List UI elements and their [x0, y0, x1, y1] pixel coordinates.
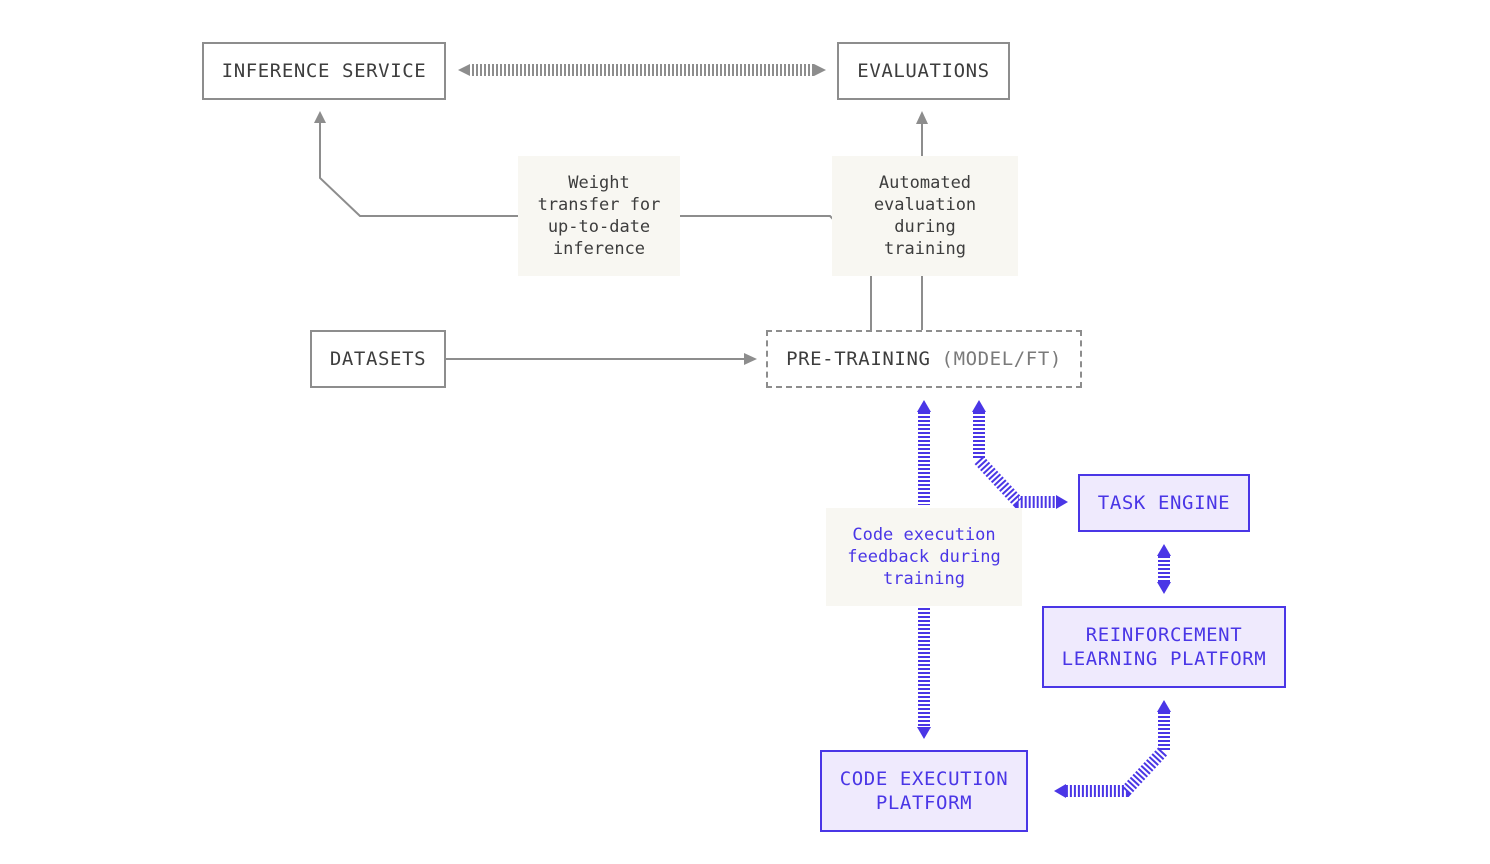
reinforcement-learning-platform-node: REINFORCEMENT LEARNING PLATFORM	[1042, 606, 1286, 688]
datasets-connector	[446, 353, 757, 365]
inference-service-label: INFERENCE SERVICE	[221, 60, 427, 82]
evaluations-label: EVALUATIONS	[857, 60, 990, 82]
pre-training-label: PRE-TRAINING	[786, 348, 931, 370]
task-rl-arrow	[1157, 544, 1171, 594]
automated-evaluation-label: Automated evaluation during training	[832, 156, 1018, 276]
inference-service-node: INFERENCE SERVICE	[202, 42, 446, 100]
rl-code-arrow	[1054, 700, 1171, 798]
code-execution-feedback-label: Code execution feedback during training	[826, 508, 1022, 606]
datasets-label: DATASETS	[329, 348, 427, 370]
weight-transfer-label: Weight transfer for up-to-date inference	[518, 156, 680, 276]
code-execution-platform-node: CODE EXECUTION PLATFORM	[820, 750, 1028, 832]
pre-training-suffix: (MODEL/FT)	[941, 348, 1062, 370]
evaluations-node: EVALUATIONS	[837, 42, 1010, 100]
datasets-node: DATASETS	[310, 330, 446, 388]
code-feedback-arrow	[917, 400, 931, 739]
task-engine-arrow	[972, 400, 1068, 509]
inference-evaluations-arrow	[458, 64, 826, 76]
task-engine-label: TASK ENGINE	[1097, 492, 1231, 514]
code-platform-line-1: CODE EXECUTION	[839, 768, 1009, 790]
rl-platform-line-1: REINFORCEMENT	[1085, 624, 1243, 646]
code-platform-line-2: PLATFORM	[875, 792, 973, 814]
pre-training-node: PRE-TRAINING (MODEL/FT)	[766, 330, 1082, 388]
rl-platform-line-2: LEARNING PLATFORM	[1061, 648, 1267, 670]
task-engine-node: TASK ENGINE	[1078, 474, 1250, 532]
